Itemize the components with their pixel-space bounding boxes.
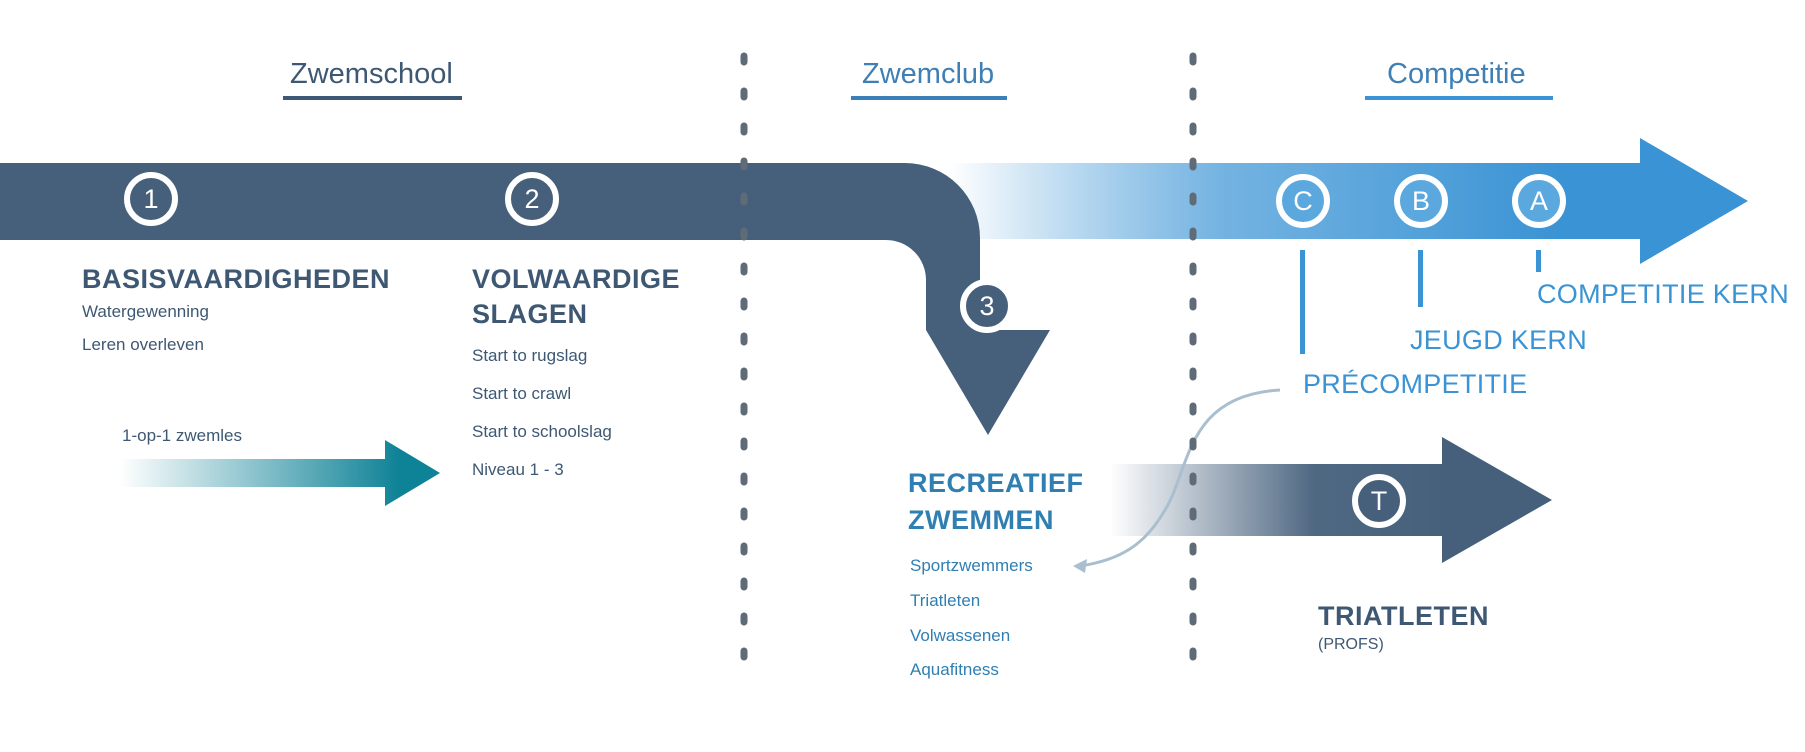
triathlon-badge-t: T: [1352, 474, 1406, 528]
step-badge-1: 1: [124, 172, 178, 226]
recreatief-title-line1: RECREATIEF: [908, 468, 1084, 498]
basis-item-2: Leren overleven: [82, 335, 204, 354]
slagen-title-line2: SLAGEN: [472, 299, 588, 329]
triatleten-title: TRIATLETEN: [1318, 601, 1489, 631]
recreatief-item-2: Triatleten: [910, 591, 981, 610]
section-title-competitie: Competitie: [1387, 58, 1526, 90]
jeugd-kern-label: JEUGD KERN: [1410, 325, 1588, 355]
recreatief-item-4: Aquafitness: [910, 660, 999, 679]
section-underline-zwemschool: [283, 96, 462, 100]
recreatief-title-line2: ZWEMMEN: [908, 505, 1054, 535]
basis-item-1: Watergewenning: [82, 302, 209, 321]
competitie-kern-label: COMPETITIE KERN: [1537, 279, 1790, 309]
section-title-zwemclub: Zwemclub: [862, 58, 995, 90]
level-badge-b: B: [1394, 174, 1448, 228]
main-pathway-arrow: [0, 163, 1050, 435]
section-title-zwemschool: Zwemschool: [290, 58, 453, 90]
private-lesson-arrow: [120, 440, 440, 506]
slagen-item-1: Start to rugslag: [472, 346, 588, 365]
slagen-item-4: Niveau 1 - 3: [472, 460, 564, 479]
precompetitie-label: PRÉCOMPETITIE: [1303, 369, 1528, 399]
slagen-item-3: Start to schoolslag: [472, 422, 612, 441]
crossover-curve: [1079, 388, 1281, 568]
slagen-title-line1: VOLWAARDIGE: [472, 264, 681, 294]
level-badge-c: C: [1276, 174, 1330, 228]
private-lesson-label: 1-op-1 zwemles: [122, 426, 242, 445]
triatleten-subtitle: (PROFS): [1318, 636, 1384, 653]
section-underline-competitie: [1365, 96, 1553, 100]
tick-b: [1418, 250, 1423, 307]
triathlon-arrow: [1110, 437, 1552, 563]
recreatief-item-1: Sportzwemmers: [910, 556, 1033, 575]
crossover-arrowhead: [1073, 559, 1087, 573]
slagen-item-2: Start to crawl: [472, 384, 572, 403]
recreatief-item-3: Volwassenen: [910, 626, 1011, 645]
step-badge-3: 3: [960, 279, 1014, 333]
basis-title: BASISVAARDIGHEDEN: [82, 264, 391, 294]
tick-a: [1536, 250, 1541, 272]
tick-c: [1300, 250, 1305, 354]
step-badge-2: 2: [505, 172, 559, 226]
section-underline-zwemclub: [851, 96, 1007, 100]
level-badge-a: A: [1512, 174, 1566, 228]
